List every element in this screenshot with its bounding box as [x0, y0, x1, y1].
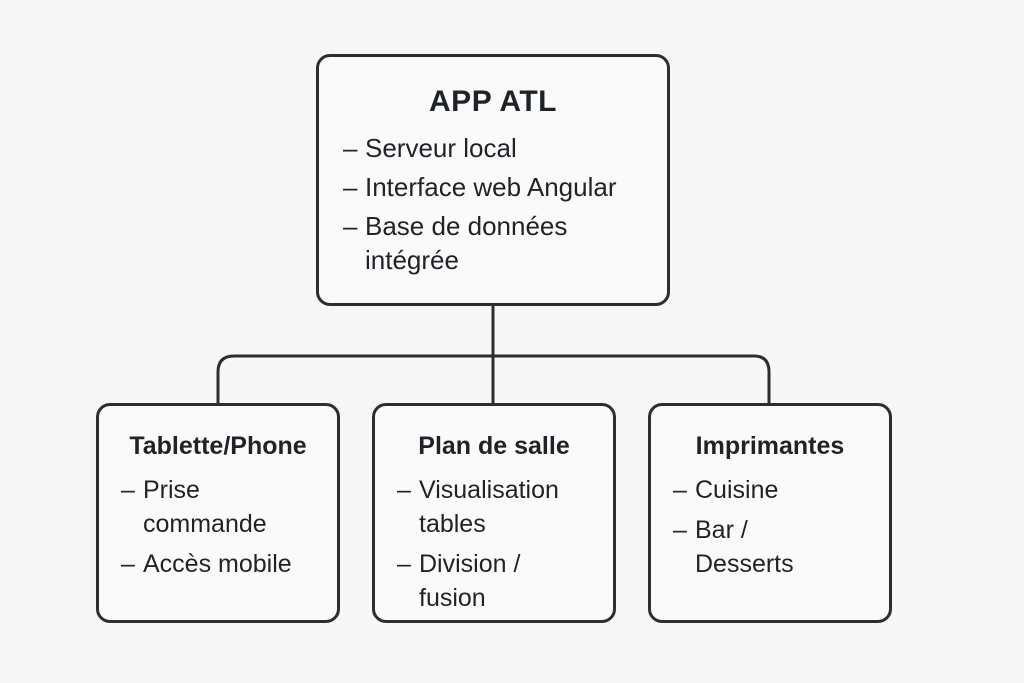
child-item: – Cuisine [673, 473, 889, 507]
bullet-dash: – [121, 550, 135, 578]
child-box-title: Imprimantes [695, 432, 845, 460]
child-item: – Prise commande [121, 473, 303, 541]
child-box-plan-de-salle: Plan de salle – Visualisation tables – D… [372, 403, 616, 623]
bullet-dash: – [343, 211, 358, 241]
child-item-text: Accès mobile [143, 550, 292, 578]
child-box-tablette-phone: Tablette/Phone – Prise commande – Accès … [96, 403, 340, 623]
child-item-text: Prise commande [143, 476, 267, 538]
bullet-dash: – [397, 476, 411, 504]
main-box-app-atl: APP ATL – Serveur local – Interface web … [316, 54, 670, 306]
child-box-imprimantes: Imprimantes – Cuisine – Bar / Desserts [648, 403, 892, 623]
child-box-items: – Visualisation tables – Division / fusi… [375, 461, 613, 615]
main-box-items: – Serveur local – Interface web Angular … [319, 119, 667, 277]
child-box-items: – Cuisine – Bar / Desserts [651, 461, 889, 581]
child-item-text: Division / fusion [419, 550, 521, 612]
child-item: – Visualisation tables [397, 473, 589, 541]
child-item: – Bar / Desserts [673, 513, 815, 581]
bullet-dash: – [343, 133, 358, 163]
main-item: – Serveur local [343, 131, 667, 165]
child-item: – Accès mobile [121, 547, 337, 581]
bullet-dash: – [673, 516, 687, 544]
child-box-items: – Prise commande – Accès mobile [99, 461, 337, 581]
bullet-dash: – [121, 476, 135, 504]
bullet-dash: – [397, 550, 411, 578]
child-box-title: Plan de salle [418, 432, 570, 460]
main-item-text: Interface web Angular [365, 172, 617, 202]
child-item: – Division / fusion [397, 547, 559, 615]
child-item-text: Cuisine [695, 476, 779, 504]
main-item-text: Base de données intégrée [365, 211, 568, 275]
bullet-dash: – [343, 172, 358, 202]
main-item: – Base de données intégrée [343, 209, 615, 277]
main-item: – Interface web Angular [343, 170, 667, 204]
child-item-text: Visualisation tables [419, 476, 559, 538]
child-item-text: Bar / Desserts [695, 516, 794, 578]
bullet-dash: – [673, 476, 687, 504]
connector-horizontal-bus [216, 354, 771, 403]
main-item-text: Serveur local [365, 133, 517, 163]
child-box-title: Tablette/Phone [129, 432, 307, 460]
main-box-title: APP ATL [429, 85, 557, 118]
